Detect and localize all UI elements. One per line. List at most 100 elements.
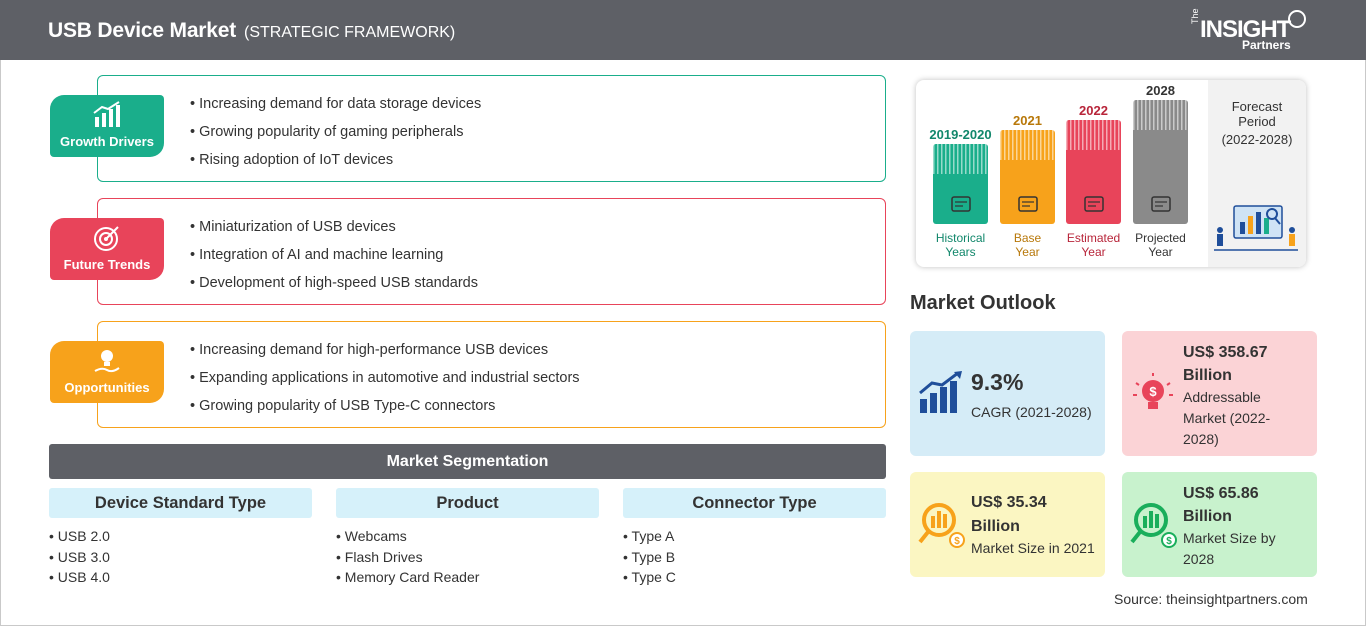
list-item: Miniaturization of USB devices	[190, 218, 478, 246]
source-text[interactable]: Source: theinsightpartners.com	[1114, 591, 1308, 607]
list-item: USB 2.0	[49, 526, 312, 547]
dollar-bulb-icon: $	[1133, 373, 1173, 409]
forecast-label: Forecast	[1231, 99, 1283, 114]
list-item: Memory Card Reader	[336, 567, 599, 588]
market-size-2021-card: $ US$ 35.34 Billion Market Size in 2021	[910, 472, 1105, 577]
growth-drivers-badge: Growth Drivers	[50, 95, 164, 157]
timeline-label: Projected	[1135, 231, 1186, 245]
timeline-year: 2022	[1079, 103, 1108, 118]
badge-label: Growth Drivers	[60, 134, 154, 149]
analytics-people-icon	[1214, 205, 1298, 251]
list-item: USB 4.0	[49, 567, 312, 588]
list-item: Rising adoption of IoT devices	[190, 151, 481, 179]
header-bar: USB Device Market (STRATEGIC FRAMEWORK) …	[0, 0, 1366, 60]
svg-text:$: $	[954, 536, 960, 547]
future-trends-list: Miniaturization of USB devices Integrati…	[190, 218, 478, 302]
list-item: Development of high-speed USB standards	[190, 274, 478, 302]
logo-the: The	[1190, 8, 1200, 24]
timeline-label: Years	[945, 245, 976, 259]
timeline-label: Year	[1148, 245, 1173, 259]
segment-product: Product Webcams Flash Drives Memory Card…	[336, 488, 599, 588]
cagr-label: CAGR (2021-2028)	[971, 404, 1092, 420]
lightbulb-hand-icon	[94, 350, 120, 373]
badge-label: Opportunities	[64, 380, 150, 395]
history-icon	[950, 196, 971, 212]
addressable-desc: Addressable	[1183, 389, 1261, 405]
bar-growth-icon	[93, 101, 120, 127]
list-item: Integration of AI and machine learning	[190, 246, 478, 274]
market-outlook-title: Market Outlook	[910, 292, 1056, 314]
money-magnifier-icon: $	[918, 503, 965, 548]
timeline-label: Historical	[935, 231, 986, 245]
timeline-bar	[1133, 100, 1188, 224]
page-title: USB Device Market	[48, 19, 237, 42]
money-magnifier-icon: $	[1130, 503, 1177, 548]
logo-insight: INSIGHT	[1200, 16, 1291, 43]
list-item: Webcams	[336, 526, 599, 547]
forecast-label: Period	[1238, 114, 1276, 129]
timeline-bar	[1000, 130, 1055, 224]
size-2028-value: US$ 65.86	[1183, 485, 1259, 502]
list-item: USB 3.0	[49, 547, 312, 568]
segment-heading: Connector Type	[623, 488, 886, 518]
opportunities-list: Increasing demand for high-performance U…	[190, 341, 580, 425]
addressable-desc: Market (2022-	[1183, 410, 1271, 426]
calendar-icon	[1017, 196, 1038, 212]
opportunities-box: Increasing demand for high-performance U…	[97, 321, 886, 428]
timeline-year: 2028	[1146, 83, 1175, 98]
segment-heading: Product	[336, 488, 599, 518]
cagr-value: 9.3%	[971, 369, 1024, 395]
addressable-market-card: $ US$ 358.67 Billion Addressable Market …	[1122, 331, 1317, 456]
timeline-year: 2019-2020	[929, 127, 992, 142]
timeline-bar	[1066, 120, 1121, 224]
forecast-period-range: (2022-2028)	[1221, 132, 1293, 147]
growth-drivers-list: Increasing demand for data storage devic…	[190, 95, 481, 179]
timeline-year: 2021	[1013, 113, 1042, 128]
opportunities-badge: Opportunities	[50, 341, 164, 403]
size-2028-desc: Market Size by	[1183, 530, 1276, 546]
addressable-value: US$ 358.67	[1183, 344, 1268, 361]
cagr-card: 9.3% CAGR (2021-2028)	[910, 331, 1105, 456]
list-item: Expanding applications in automotive and…	[190, 369, 579, 397]
size-2021-desc: Market Size in 2021	[971, 540, 1095, 556]
svg-text:$: $	[1149, 384, 1157, 399]
timeline-label: Year	[1015, 245, 1040, 259]
timeline-bar	[933, 144, 988, 224]
segment-connector-type: Connector Type Type A Type B Type C	[623, 488, 886, 588]
insight-partners-logo[interactable]: The INSIGHT Partners	[1190, 8, 1310, 54]
size-2028-desc: 2028	[1183, 551, 1215, 567]
timeline-label: Year	[1081, 245, 1106, 259]
estimate-icon	[1083, 196, 1104, 212]
segment-heading: Device Standard Type	[49, 488, 312, 518]
presentation-icon	[1150, 196, 1171, 212]
list-item: Increasing demand for high-performance U…	[190, 341, 580, 369]
size-2021-unit: Billion	[971, 518, 1020, 535]
svg-text:$: $	[1166, 536, 1172, 547]
logo-partners: Partners	[1242, 38, 1291, 52]
target-icon	[94, 226, 119, 251]
future-trends-box: Miniaturization of USB devices Integrati…	[97, 198, 886, 305]
size-2021-value: US$ 35.34	[971, 494, 1047, 511]
list-item: Flash Drives	[336, 547, 599, 568]
segmentation-title: Market Segmentation	[49, 444, 886, 479]
timeline-label: Estimated	[1066, 231, 1121, 245]
logo-arc-icon	[1288, 10, 1306, 28]
timeline-label: Base	[1013, 231, 1042, 245]
market-size-2028-card: $ US$ 65.86 Billion Market Size by 2028	[1122, 472, 1317, 577]
future-trends-badge: Future Trends	[50, 218, 164, 280]
addressable-desc: 2028)	[1183, 431, 1219, 447]
growth-chart-icon	[919, 371, 962, 413]
list-item: Increasing demand for data storage devic…	[190, 95, 481, 123]
addressable-unit: Billion	[1183, 367, 1232, 384]
growth-drivers-box: Increasing demand for data storage devic…	[97, 75, 886, 182]
badge-label: Future Trends	[63, 257, 151, 272]
size-2028-unit: Billion	[1183, 508, 1232, 525]
page-subtitle: (STRATEGIC FRAMEWORK)	[244, 24, 456, 41]
list-item: Type C	[623, 567, 886, 588]
list-item: Growing popularity of USB Type-C connect…	[190, 397, 580, 425]
list-item: Type B	[623, 547, 886, 568]
segment-device-standard-type: Device Standard Type USB 2.0 USB 3.0 USB…	[49, 488, 312, 588]
list-item: Growing popularity of gaming peripherals	[190, 123, 481, 151]
list-item: Type A	[623, 526, 886, 547]
